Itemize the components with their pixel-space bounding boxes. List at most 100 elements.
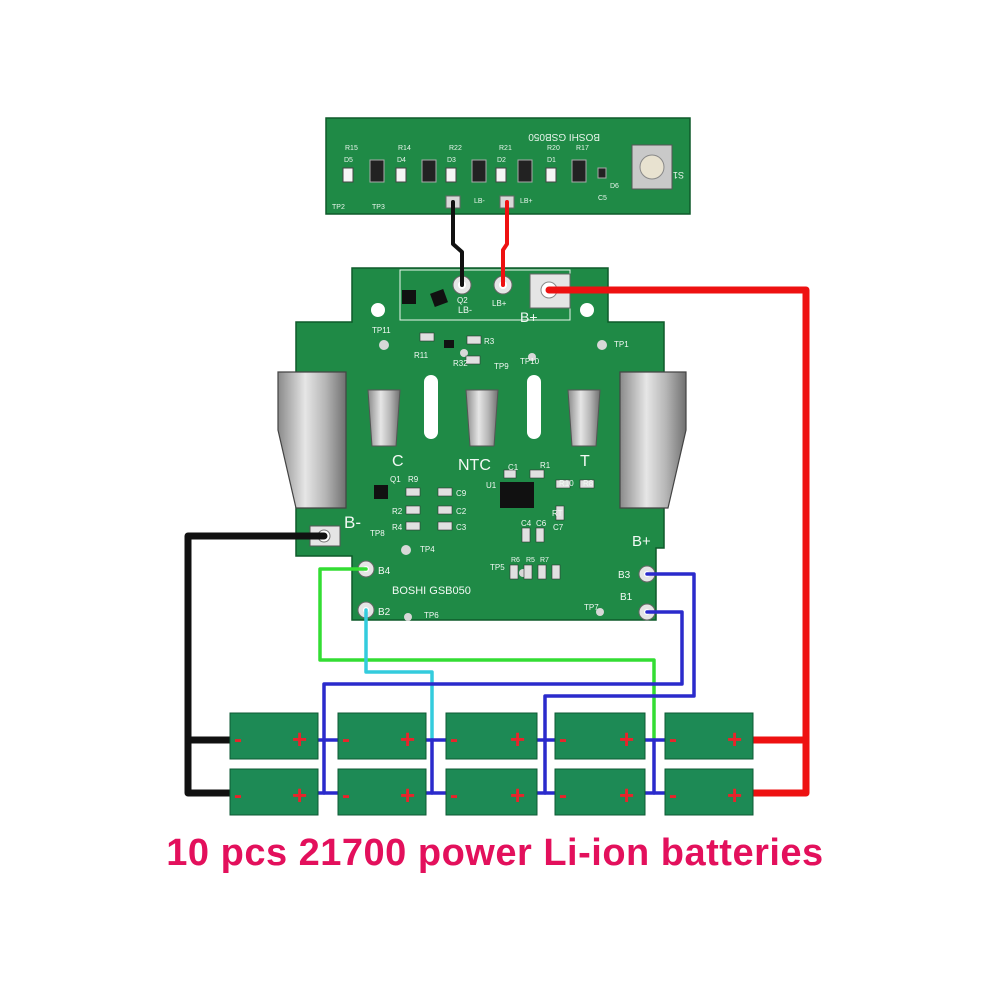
wires xyxy=(184,200,810,797)
lb-minus-label: LB- xyxy=(458,305,472,315)
d6-label: D6 xyxy=(610,183,619,190)
wire-b2 xyxy=(364,608,434,742)
lb-plus-small-label: LB+ xyxy=(520,198,533,205)
r9-label: R9 xyxy=(408,475,419,484)
battery xyxy=(554,712,646,760)
spring-contacts xyxy=(367,389,601,447)
led-d4 xyxy=(395,167,407,183)
battery-plus: + xyxy=(292,780,307,810)
lb-minus-small-label: LB- xyxy=(474,198,486,205)
s1-label: S1 xyxy=(673,170,684,180)
led-row xyxy=(342,159,607,183)
c5-label: C5 xyxy=(598,195,607,202)
resistor-r20 xyxy=(571,159,587,183)
led-board-labels: TP2 TP3 LB- LB+ R15 R14 R22 R21 R20 R17 … xyxy=(332,145,619,211)
wire-b4 xyxy=(318,567,656,742)
rt-label: RT xyxy=(552,509,563,518)
transistor-small xyxy=(444,340,454,348)
tp6-label: TP6 xyxy=(424,611,439,620)
u1-label: U1 xyxy=(486,481,497,490)
led-d3 xyxy=(445,167,457,183)
r4-label: R4 xyxy=(392,523,403,532)
r22-label: R22 xyxy=(449,145,462,152)
r2-label: R2 xyxy=(392,507,403,516)
resistor-r15 xyxy=(369,159,385,183)
c4-label: C4 xyxy=(521,519,532,528)
battery-minus: - xyxy=(669,726,677,753)
led-board: BOSHI GSB050 S1 TP2 TP3 LB- LB+ R15 R14 … xyxy=(325,117,691,215)
battery-plus: + xyxy=(400,780,415,810)
r11-label: R11 xyxy=(414,351,429,360)
tp11-label: TP11 xyxy=(372,326,391,335)
tp3-label: TP3 xyxy=(372,204,385,211)
d3-label: D3 xyxy=(447,157,456,164)
terminal-b-minus xyxy=(277,371,347,509)
tp5-label: TP5 xyxy=(490,563,505,572)
battery-pack: - + - + - + - + - + - + - + - + - + - + xyxy=(229,712,754,816)
joint-1-2 xyxy=(316,738,340,795)
main-board-silk: BOSHI GSB050 xyxy=(392,585,471,597)
battery-minus: - xyxy=(342,726,350,753)
contact-ntc xyxy=(465,389,499,447)
tp1-label: TP1 xyxy=(614,340,629,349)
battery-plus: + xyxy=(619,780,634,810)
battery-plus: + xyxy=(400,724,415,754)
push-button-cap[interactable] xyxy=(639,154,665,180)
led-d2 xyxy=(495,167,507,183)
d2-label: D2 xyxy=(497,157,506,164)
q2-label: Q2 xyxy=(457,296,468,305)
battery-plus: + xyxy=(727,780,742,810)
wire-b3 xyxy=(543,572,696,742)
battery-minus: - xyxy=(342,782,350,809)
r32-label: R32 xyxy=(453,359,468,368)
battery xyxy=(445,712,538,760)
resistor-r21 xyxy=(517,159,533,183)
transistor-q2-top xyxy=(402,290,416,304)
r7-label: R7 xyxy=(540,557,549,564)
series-joints xyxy=(316,738,667,795)
contact-t xyxy=(567,389,601,447)
resistor-r22 xyxy=(471,159,487,183)
wire-lb-plus xyxy=(501,200,509,287)
tp8-label: TP8 xyxy=(370,529,385,538)
battery-minus: - xyxy=(234,782,242,809)
lb-plus-label: LB+ xyxy=(492,299,507,308)
wire-b1 xyxy=(322,610,684,742)
c-label: C xyxy=(392,453,404,470)
battery xyxy=(337,712,427,760)
battery-minus: - xyxy=(559,782,567,809)
transistor-q2 xyxy=(430,289,448,307)
r1-label: R1 xyxy=(540,461,551,470)
tp9-label: TP9 xyxy=(494,362,509,371)
slot-right xyxy=(527,375,541,439)
battery-signs: - + - + - + - + - + - + - + - + - + - + xyxy=(234,724,742,810)
battery xyxy=(229,768,319,816)
c1-label: C1 xyxy=(508,463,519,472)
joint-2-3 xyxy=(424,738,448,795)
b2-label: B2 xyxy=(378,607,391,618)
transistor-q1 xyxy=(374,485,388,499)
d5-label: D5 xyxy=(344,157,353,164)
r6-label: R6 xyxy=(511,557,520,564)
r5-label: R5 xyxy=(526,557,535,564)
led-board-silk-top: BOSHI GSB050 xyxy=(528,131,600,142)
b-minus-label: B- xyxy=(344,513,361,532)
led-d1 xyxy=(545,167,557,183)
r10-label: R10 xyxy=(559,479,574,488)
wire-b-minus xyxy=(184,532,328,797)
r17-label: R17 xyxy=(576,145,589,152)
d4-label: D4 xyxy=(397,157,406,164)
battery-minus: - xyxy=(669,782,677,809)
wire-b-plus xyxy=(545,286,810,797)
test-pad-tp9 xyxy=(460,349,468,357)
c2-label: C2 xyxy=(456,507,467,516)
led-d5 xyxy=(342,167,354,183)
b4-label: B4 xyxy=(378,566,391,577)
battery-plus: + xyxy=(727,724,742,754)
battery-row-bottom xyxy=(229,768,754,816)
r20-label: R20 xyxy=(547,145,560,152)
test-pad-tp1 xyxy=(597,340,607,350)
smd-components xyxy=(405,332,595,580)
